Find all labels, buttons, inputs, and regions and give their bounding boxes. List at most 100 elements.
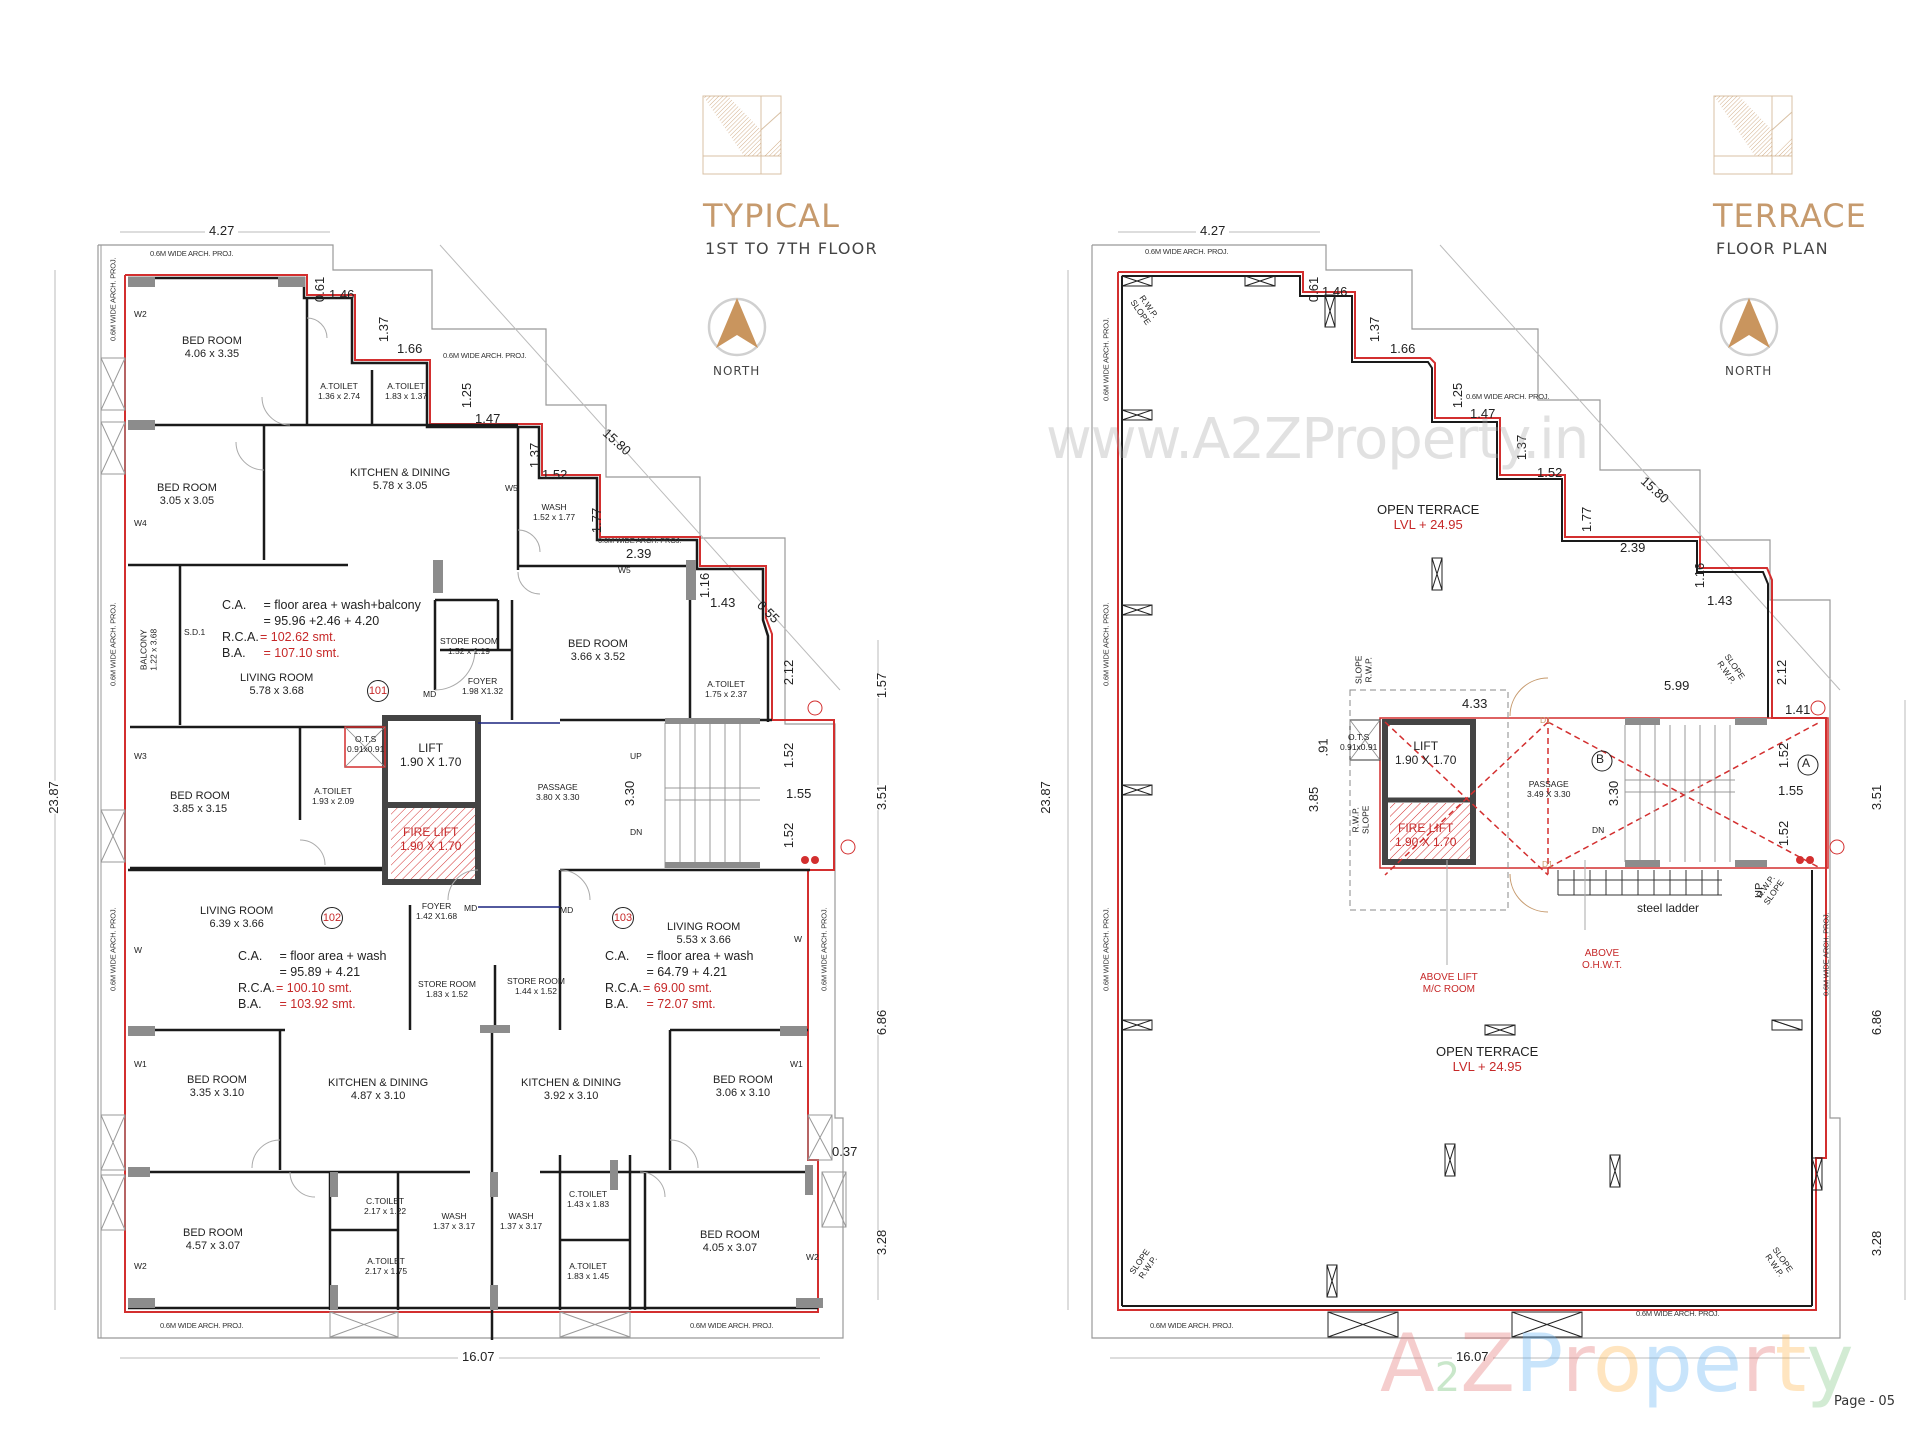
terrace-subtitle: FLOOR PLAN (1716, 239, 1829, 258)
dim-right-3: 6.86 (874, 1009, 891, 1036)
dim-step: 1.37 (527, 442, 543, 469)
watermark-url: www.A2ZProperty.in (1046, 407, 1589, 472)
dim-step: 2.12 (1774, 659, 1790, 686)
dim-step: 2.39 (1620, 540, 1646, 555)
projection-label: 0.6M WIDE ARCH. PROJ. (108, 257, 118, 341)
door-tag: D1 (1540, 715, 1551, 725)
dim-right-1: 1.57 (874, 672, 891, 699)
projection-label: 0.6M WIDE ARCH. PROJ. (108, 602, 118, 686)
dim-step: 1.25 (459, 382, 475, 409)
unit-101-area: C.A. = floor area + wash+balcony = 95.96… (222, 598, 421, 660)
dim-top-width: 4.27 (205, 223, 239, 239)
dim-right-2: 3.51 (1869, 784, 1885, 811)
window-tag: W3 (134, 751, 147, 761)
projection-label: 0.6M WIDE ARCH. PROJ. (443, 351, 527, 360)
dim-step: 1.77 (1579, 506, 1595, 533)
dim-lobby: 1.52 (781, 822, 797, 849)
projection-label: 0.6M WIDE ARCH. PROJ. (1466, 392, 1550, 401)
dim-step: 1.43 (710, 595, 736, 610)
dim-step: 1.25 (1450, 382, 1466, 409)
door-tag: MD (423, 689, 437, 699)
door-tag: D1 (1542, 859, 1553, 869)
window-tag: W2 (806, 1252, 819, 1262)
dim-bottom-width: 16.07 (1452, 1349, 1493, 1365)
stair-down-label: DN (630, 827, 643, 837)
dim-left-height: 23.87 (1037, 781, 1054, 814)
terrace-north-label: NORTH (1725, 364, 1773, 378)
dim-right-4: 3.28 (1869, 1230, 1885, 1257)
window-tag: W (794, 934, 803, 944)
dim-step: 1.77 (589, 507, 605, 534)
projection-label: 0.6M WIDE ARCH. PROJ. (1145, 247, 1229, 256)
dim-step: 1.37 (1367, 316, 1383, 343)
terrace-dn-label: DN (1592, 825, 1605, 835)
window-tag: W1 (134, 1059, 147, 1069)
dim-433: 4.33 (1462, 696, 1488, 711)
north-arrow-icon-terrace (1719, 297, 1779, 357)
projection-label: 0.6M WIDE ARCH. PROJ. (1101, 907, 1111, 991)
dim-right-2: 3.51 (874, 784, 891, 811)
projection-label: 0.6M WIDE ARCH. PROJ. (1821, 912, 1831, 996)
dim-step: 1.66 (397, 341, 423, 356)
typical-title: TYPICAL (703, 197, 840, 235)
dim-left-height: 23.87 (45, 781, 62, 814)
dim-step: 0.61 (312, 276, 328, 303)
dim-stair: 3.30 (622, 780, 638, 807)
projection-label: 0.6M WIDE ARCH. PROJ. (598, 536, 682, 545)
window-tag: W2 (134, 1261, 147, 1271)
dim-step: 1.46 (329, 287, 355, 302)
dim-step: 1.47 (1470, 406, 1496, 421)
dim-right-offset: 0.37 (832, 1144, 858, 1159)
logo-typical (702, 95, 782, 175)
stair-up-label: UP (630, 751, 642, 761)
dim-step: 2.12 (781, 659, 797, 686)
dim-step: 1.37 (376, 316, 392, 343)
projection-label: 0.6M WIDE ARCH. PROJ. (1150, 1321, 1234, 1330)
dim-lobby: 1.52 (1776, 820, 1792, 847)
projection-label: 0.6M WIDE ARCH. PROJ. (1101, 317, 1111, 401)
marker-b: B (1596, 752, 1605, 766)
window-tag: W (134, 945, 143, 955)
dim-599: 5.99 (1664, 678, 1690, 693)
projection-label: 0.6M WIDE ARCH. PROJ. (819, 907, 829, 991)
dim-step: 2.39 (626, 546, 652, 561)
dim-step: 1.52 (1537, 465, 1563, 480)
window-tag: W2 (134, 309, 147, 319)
terrace-title: TERRACE (1713, 197, 1867, 235)
dim-stair: 3.30 (1606, 780, 1622, 807)
unit-badge-102: 102 (321, 907, 343, 929)
projection-label: 0.6M WIDE ARCH. PROJ. (108, 907, 118, 991)
dim-right-4: 3.28 (874, 1229, 891, 1256)
logo-terrace (1713, 95, 1793, 175)
dim-step: 1.46 (1322, 284, 1348, 299)
dim-step: 0.61 (1306, 276, 1322, 303)
